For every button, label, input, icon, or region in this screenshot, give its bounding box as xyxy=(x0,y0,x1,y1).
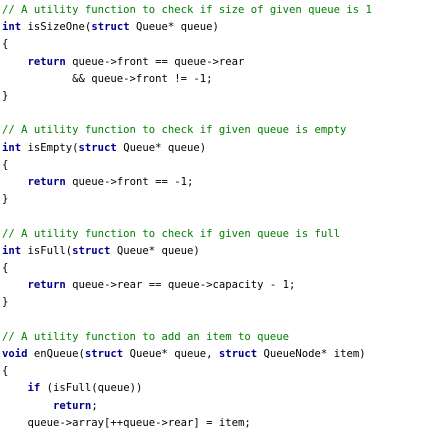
code-line: { xyxy=(2,157,8,174)
code-line: && queue->front != -1; xyxy=(2,71,212,88)
code-keyword: struct xyxy=(78,141,117,154)
code-keyword: return xyxy=(53,399,92,412)
code-line: { xyxy=(2,36,8,53)
code-keyword: int xyxy=(2,21,22,34)
code-line: // A utility function to check if given … xyxy=(2,226,340,243)
code-text xyxy=(2,279,28,291)
code-keyword: return xyxy=(27,55,66,68)
code-text: (isFull(queue)) xyxy=(40,382,143,395)
code-line: if (isFull(queue)) xyxy=(2,380,143,397)
code-line: return queue->rear == queue->capacity - … xyxy=(2,277,296,294)
code-text: Queue* queue) xyxy=(129,21,219,34)
code-keyword: struct xyxy=(91,21,130,34)
code-text: { xyxy=(2,262,9,274)
code-text: isEmpty( xyxy=(21,141,79,154)
code-keyword: struct xyxy=(72,244,111,257)
code-line: return queue->front == -1; xyxy=(2,174,194,191)
code-keyword: return xyxy=(27,176,66,188)
code-text xyxy=(2,56,28,68)
code-text: && queue->front != -1; xyxy=(2,72,213,85)
code-text: queue->rear == queue->capacity - 1; xyxy=(65,279,296,292)
code-line: queue->array[++queue->rear] = item; xyxy=(2,415,251,432)
code-text: } xyxy=(2,90,9,102)
code-text: } xyxy=(2,193,9,206)
code-line: // A utility function to check if size o… xyxy=(2,2,372,19)
code-line: return; xyxy=(2,398,98,415)
code-comment: // A utility function to check if given … xyxy=(2,227,341,240)
code-text: { xyxy=(2,38,9,51)
code-text: { xyxy=(2,158,9,171)
code-text xyxy=(2,400,53,412)
code-keyword: struct xyxy=(84,348,124,360)
code-text xyxy=(2,382,28,394)
code-line: // A utility function to add an item to … xyxy=(2,329,289,346)
code-keyword: int xyxy=(2,141,22,154)
code-keyword: if xyxy=(27,382,41,395)
code-keyword: return xyxy=(27,279,66,292)
code-keyword: struct xyxy=(218,348,258,360)
code-line: { xyxy=(2,260,8,277)
code-line: } xyxy=(2,294,8,311)
code-text: queue->front == queue->rear xyxy=(65,55,245,68)
code-text: queue->array[++queue->rear] = item; xyxy=(2,416,251,429)
code-text: ; xyxy=(91,399,98,412)
code-text: queue->front == -1; xyxy=(65,176,194,188)
code-comment: // A utility function to add an item to … xyxy=(2,330,290,343)
code-text: isSizeOne( xyxy=(21,21,92,34)
code-line: int isSizeOne(struct Queue* queue) xyxy=(2,19,219,36)
code-keyword: int xyxy=(2,244,22,257)
code-line: return queue->front == queue->rear xyxy=(2,54,245,71)
code-line: // A utility function to check if given … xyxy=(2,122,346,139)
code-line: { xyxy=(2,363,8,380)
code-line: int isFull(struct Queue* queue) xyxy=(2,243,200,260)
code-line: void enQueue(struct Queue* queue, struct… xyxy=(2,346,366,363)
code-comment: // A utility function to check if given … xyxy=(2,124,347,137)
code-keyword: void xyxy=(2,348,28,360)
code-line: int isEmpty(struct Queue* queue) xyxy=(2,140,206,157)
code-text: } xyxy=(2,296,9,309)
code-text: Queue* queue, xyxy=(123,348,219,360)
code-comment: // A utility function to check if size o… xyxy=(2,4,372,16)
code-text xyxy=(2,176,28,188)
code-text: Queue* queue) xyxy=(110,244,200,257)
code-line: } xyxy=(2,191,8,208)
code-text: { xyxy=(2,365,9,378)
code-text: enQueue( xyxy=(27,348,85,360)
code-line: } xyxy=(2,88,8,105)
code-text: QueueNode* item) xyxy=(257,348,366,360)
code-text: Queue* queue) xyxy=(116,141,207,154)
code-text: isFull( xyxy=(21,244,73,257)
